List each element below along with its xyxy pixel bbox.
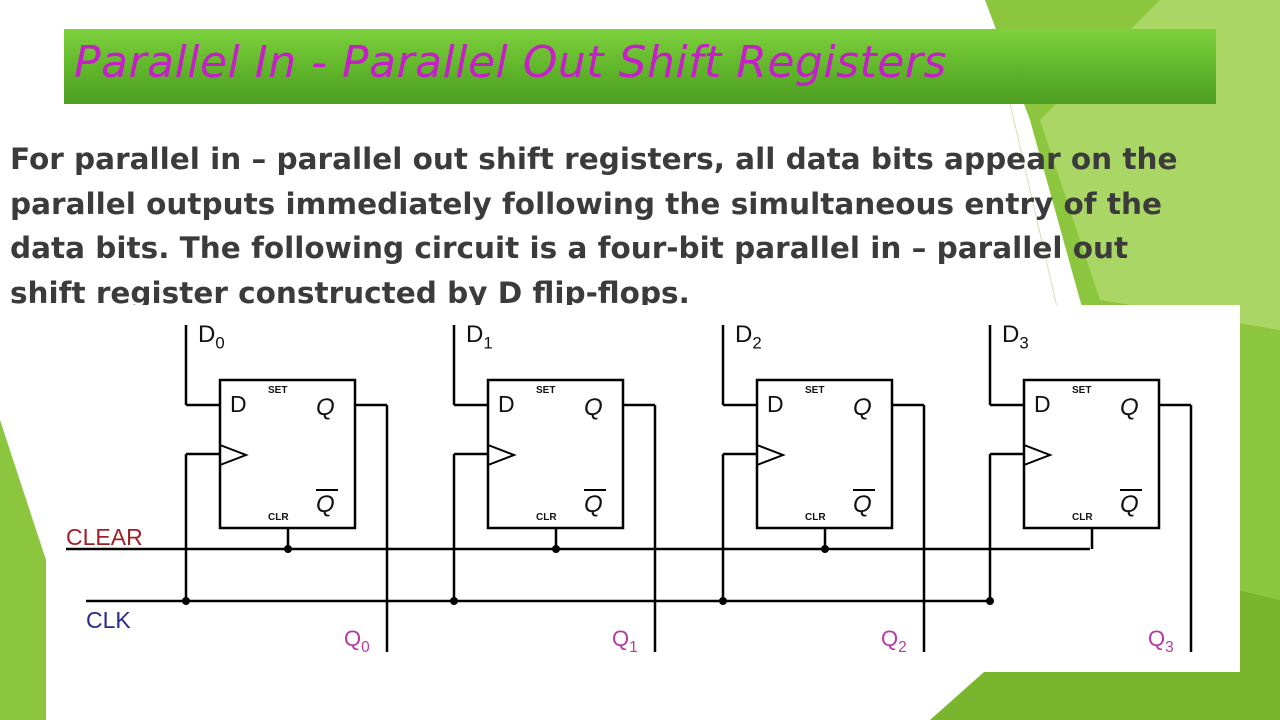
ff-qbar-label-3: Q: [1120, 491, 1139, 518]
clear-junction-dot-1: [552, 545, 560, 553]
ff-set-label-2: SET: [805, 385, 824, 396]
ff-qbar-label-1: Q: [584, 491, 603, 518]
q-output-label-2: Q2: [881, 626, 907, 656]
clk-junction-dot-0: [182, 597, 190, 605]
ff-q-label-3: Q: [1120, 394, 1139, 421]
clock-input-triangle-1: [487, 444, 517, 466]
ff-set-label-0: SET: [268, 385, 287, 396]
data-input-label-1: D1: [466, 321, 493, 353]
clock-input-triangle-2: [756, 444, 786, 466]
clk-junction-dot-2: [719, 597, 727, 605]
ff-d-label-2: D: [767, 391, 784, 417]
ff-d-label-1: D: [498, 391, 515, 417]
ff-clr-label-2: CLR: [805, 512, 826, 523]
paragraph-line: For parallel in – parallel out shift reg…: [10, 142, 1178, 176]
q-output-label-0: Q0: [344, 626, 370, 656]
ff-d-label-3: D: [1034, 391, 1051, 417]
ff-qbar-label-2: Q: [853, 491, 872, 518]
ff-clr-label-0: CLR: [268, 512, 289, 523]
ff-qbar-label-0: Q: [316, 491, 335, 518]
clk-junction-dot-1: [450, 597, 458, 605]
ff-clr-label-3: CLR: [1072, 512, 1093, 523]
ff-q-label-1: Q: [584, 394, 603, 421]
decor-green-left: [0, 420, 46, 720]
data-input-label-0: D0: [198, 321, 225, 353]
body-paragraph: For parallel in – parallel out shift reg…: [10, 137, 1250, 315]
paragraph-line: parallel outputs immediately following t…: [10, 186, 1162, 221]
data-input-label-3: D3: [1002, 321, 1029, 353]
q-output-label-1: Q1: [612, 626, 638, 656]
title-bar: Parallel In - Parallel Out Shift Registe…: [64, 29, 1216, 104]
ff-set-label-3: SET: [1072, 385, 1091, 396]
paragraph-line: shift register constructed by D flip-flo…: [10, 275, 690, 310]
ff-d-label-0: D: [230, 391, 247, 417]
clk-label: CLK: [86, 607, 131, 633]
data-input-label-2: D2: [735, 321, 762, 353]
q-output-label-3: Q3: [1148, 626, 1174, 656]
paragraph-line: data bits. The following circuit is a fo…: [10, 231, 1129, 265]
clock-input-triangle-0: [219, 444, 249, 466]
pipo-shift-register-circuit: CLEAR CLK D0D SET Q Q CLR Q0 D1D SET Q Q CLR Q1 D2D SET…: [66, 321, 1193, 656]
clk-junction-dot-3: [986, 597, 994, 605]
clock-input-triangle-3: [1023, 444, 1053, 466]
ff-q-label-0: Q: [316, 394, 335, 421]
ff-clr-label-1: CLR: [536, 512, 557, 523]
ff-set-label-1: SET: [536, 385, 555, 396]
clear-junction-dot-2: [821, 545, 829, 553]
clear-label: CLEAR: [66, 524, 143, 550]
clear-junction-dot-0: [284, 545, 292, 553]
ff-q-label-2: Q: [853, 394, 872, 421]
slide-title: Parallel In - Parallel Out Shift Registe…: [74, 37, 947, 88]
